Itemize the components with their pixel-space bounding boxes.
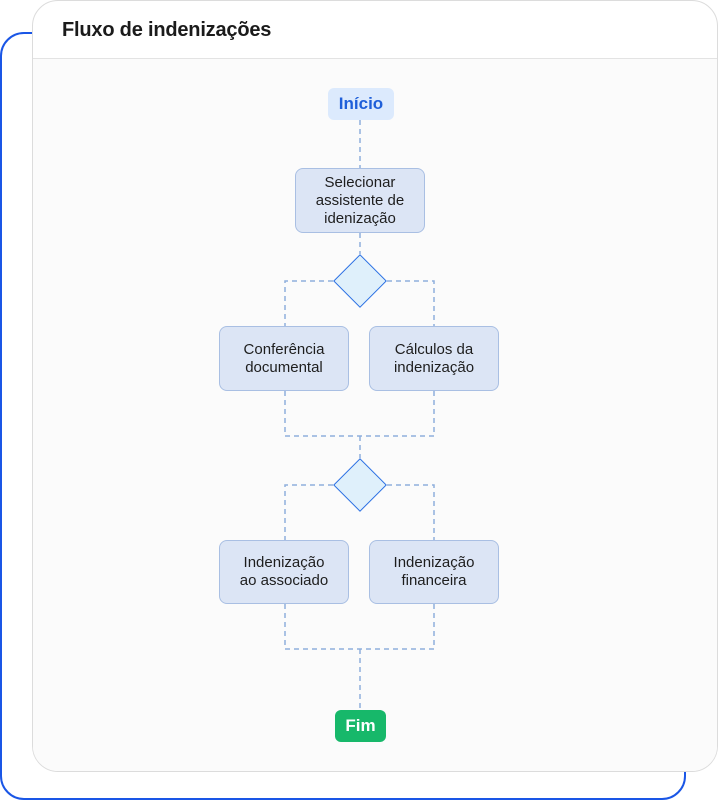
card-header: Fluxo de indenizações: [33, 1, 717, 59]
card-body: [33, 59, 717, 771]
step-selecionar-assistente: Selecionar assistente de idenização: [295, 168, 425, 233]
end-label: Fim: [345, 716, 376, 735]
step-calculos-indenizacao: Cálculos da indenização: [369, 326, 499, 391]
start-label: Início: [338, 94, 384, 113]
start-node: Início: [328, 88, 394, 120]
end-node: Fim: [335, 710, 386, 742]
step-indenizacao-financeira: Indenização financeira: [369, 540, 499, 604]
diagram-title: Fluxo de indenizações: [62, 19, 272, 41]
step-conferencia-documental: Conferência documental: [219, 326, 349, 391]
step-label: Conferência documental: [243, 340, 325, 376]
step-label: Indenização ao associado: [239, 554, 329, 589]
step-label: Selecionar assistente de idenização: [315, 173, 405, 227]
step-indenizacao-associado: Indenização ao associado: [219, 540, 349, 604]
step-label: Cálculos da indenização: [393, 340, 475, 376]
step-label: Indenização financeira: [393, 554, 475, 589]
